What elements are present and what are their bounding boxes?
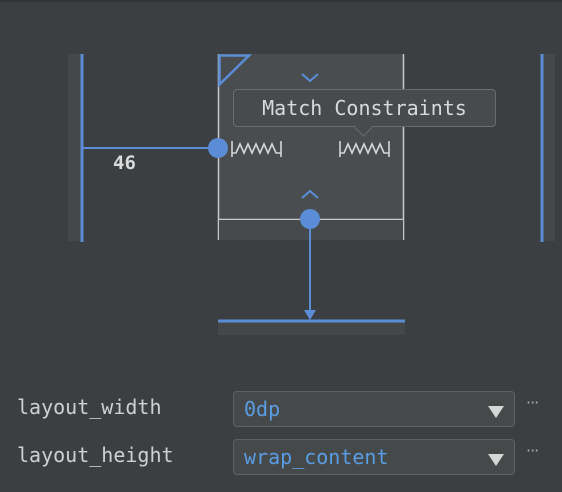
layout-width-more-button[interactable]: ···: [526, 393, 539, 412]
chevron-up-icon[interactable]: [301, 189, 319, 199]
layout-width-dropdown[interactable]: 0dp: [233, 391, 515, 427]
tooltip-text: Match Constraints: [262, 96, 467, 120]
aspect-ratio-toggle[interactable]: [218, 54, 253, 88]
left-anchor-handle[interactable]: [208, 138, 228, 158]
left-margin-value[interactable]: 46: [113, 152, 136, 174]
match-constraints-tooltip: Match Constraints: [233, 89, 496, 137]
chevron-down-icon[interactable]: [301, 73, 319, 83]
layout-width-value[interactable]: 0dp: [244, 397, 281, 421]
parent-right-strip: [541, 54, 555, 241]
layout-height-more-button[interactable]: ···: [526, 441, 539, 460]
right-spring-icon[interactable]: [339, 141, 390, 157]
dropdown-arrow-icon[interactable]: [488, 454, 504, 466]
layout-height-label: layout_height: [17, 443, 174, 467]
parent-left-strip: [68, 54, 82, 241]
layout-height-value[interactable]: wrap_content: [244, 445, 389, 469]
parent-bottom-strip: [218, 321, 405, 335]
panel-top-border: [0, 0, 562, 2]
constraint-widget: [68, 54, 555, 335]
layout-height-row: layout_height wrap_content ···: [0, 437, 562, 477]
left-spring-icon[interactable]: [231, 141, 282, 157]
layout-height-dropdown[interactable]: wrap_content: [233, 439, 515, 475]
bottom-constraint-arrowhead: [304, 310, 316, 320]
dropdown-arrow-icon[interactable]: [488, 406, 504, 418]
layout-width-row: layout_width 0dp ···: [0, 389, 562, 429]
layout-width-label: layout_width: [17, 395, 162, 419]
bottom-anchor-handle[interactable]: [300, 209, 320, 229]
